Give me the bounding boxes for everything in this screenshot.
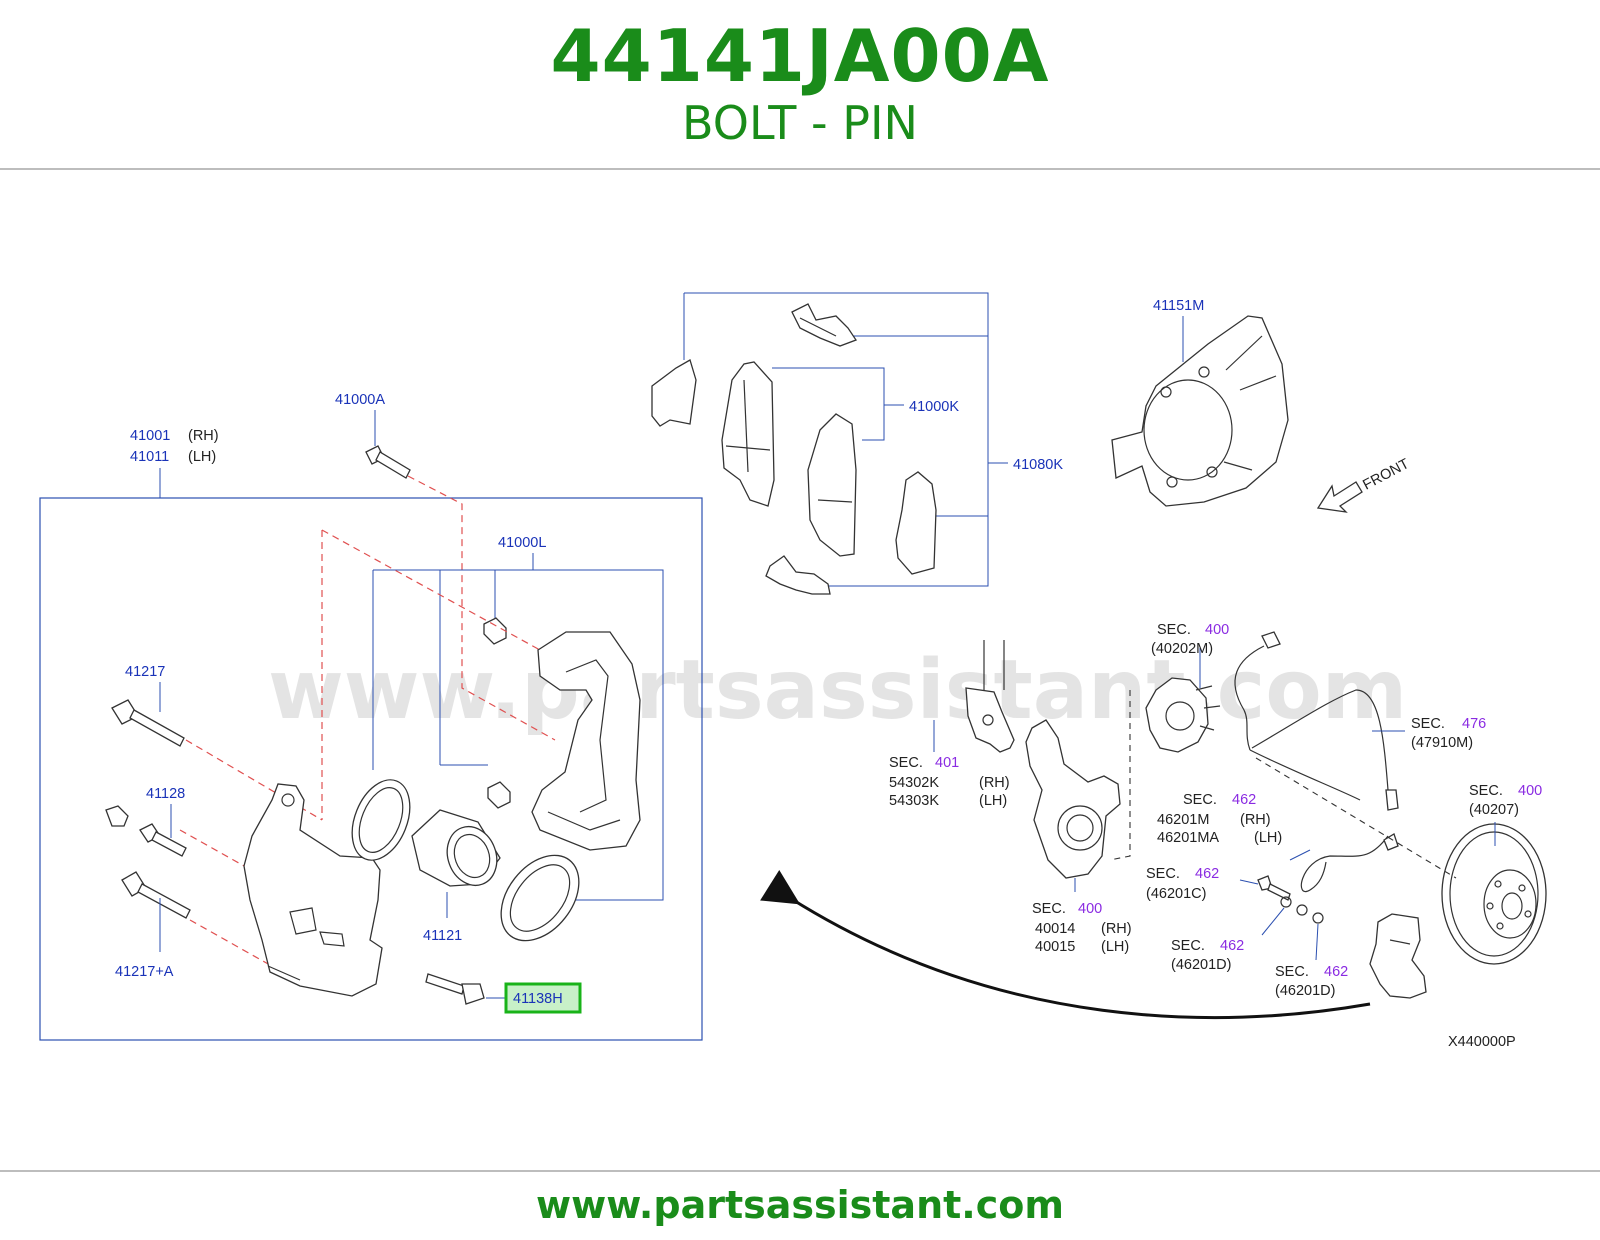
pad-clip-upper bbox=[791, 303, 857, 347]
splash-shield-41151M bbox=[1111, 315, 1289, 507]
label-41138H[interactable]: 41138H bbox=[513, 991, 563, 1007]
svg-text:46201M: 46201M bbox=[1157, 812, 1209, 828]
assembly-curved-arrow bbox=[760, 869, 1371, 1019]
svg-text:40015: 40015 bbox=[1035, 939, 1075, 955]
svg-text:40014: 40014 bbox=[1035, 921, 1075, 937]
label-41001[interactable]: 41001 bbox=[130, 428, 170, 444]
svg-text:SEC.: SEC. bbox=[1146, 866, 1180, 882]
sec-462-bolt-link[interactable]: 462 bbox=[1195, 866, 1219, 882]
pad-clip-lower bbox=[765, 555, 831, 595]
svg-text:SEC.: SEC. bbox=[1171, 938, 1205, 954]
label-41128[interactable]: 41128 bbox=[146, 786, 185, 802]
svg-text:(40207): (40207) bbox=[1469, 802, 1519, 818]
pin-bolt-41138H[interactable] bbox=[425, 973, 485, 1005]
page-header: 44141JA00A BOLT - PIN bbox=[0, 0, 1600, 168]
svg-text:(LH): (LH) bbox=[979, 793, 1007, 809]
piston-boot bbox=[500, 854, 580, 942]
label-41000A[interactable]: 41000A bbox=[335, 392, 385, 408]
caliper-body bbox=[243, 783, 383, 997]
label-41121[interactable]: 41121 bbox=[423, 928, 462, 944]
diagram-code: X440000P bbox=[1448, 1034, 1516, 1050]
label-41080K[interactable]: 41080K bbox=[1013, 457, 1063, 473]
svg-text:(46201D): (46201D) bbox=[1171, 957, 1231, 973]
svg-text:SEC.: SEC. bbox=[889, 755, 923, 771]
sec-462-washer-link-2[interactable]: 462 bbox=[1324, 964, 1348, 980]
part-number-title: 44141JA00A bbox=[550, 14, 1050, 98]
guide-pin-bolt-41217 bbox=[111, 699, 185, 747]
footer-url-link[interactable]: www.partsassistant.com bbox=[536, 1183, 1064, 1227]
label-41217A[interactable]: 41217+A bbox=[115, 964, 174, 980]
sec-400-knuckle-link[interactable]: 400 bbox=[1078, 901, 1102, 917]
label-41011[interactable]: 41011 bbox=[130, 449, 169, 465]
brake-hose bbox=[1300, 833, 1399, 893]
svg-text:(47910M): (47910M) bbox=[1411, 735, 1473, 751]
svg-text:SEC.: SEC. bbox=[1275, 964, 1309, 980]
brake-pad-inner bbox=[807, 413, 857, 557]
strut-assembly bbox=[965, 640, 1015, 753]
caliper-assembly-box bbox=[39, 497, 703, 1041]
highlight-box-41138H[interactable] bbox=[504, 982, 582, 1014]
svg-text:(LH): (LH) bbox=[188, 449, 216, 465]
piston-seal bbox=[351, 779, 411, 861]
sec-400-rotor-link[interactable]: 400 bbox=[1518, 783, 1542, 799]
pad-shim-outer bbox=[651, 359, 697, 427]
front-label: FRONT bbox=[1360, 456, 1412, 494]
svg-text:(LH): (LH) bbox=[1101, 939, 1129, 955]
bolt-41000A bbox=[365, 445, 411, 479]
svg-text:SEC.: SEC. bbox=[1032, 901, 1066, 917]
svg-text:54302K: 54302K bbox=[889, 775, 939, 791]
svg-text:54303K: 54303K bbox=[889, 793, 939, 809]
label-41000L[interactable]: 41000L bbox=[498, 535, 546, 551]
svg-text:(LH): (LH) bbox=[1254, 830, 1282, 846]
piston bbox=[411, 809, 501, 887]
guide-pin-bolt-41217A bbox=[121, 871, 191, 919]
svg-text:SEC.: SEC. bbox=[1469, 783, 1503, 799]
svg-text:(RH): (RH) bbox=[188, 428, 219, 444]
svg-text:(RH): (RH) bbox=[1240, 812, 1271, 828]
pad-shim-inner bbox=[895, 471, 937, 575]
watermark-text: www.partsassistant.com bbox=[268, 643, 1407, 738]
sec-401-link[interactable]: 401 bbox=[935, 755, 959, 771]
steering-knuckle bbox=[1025, 719, 1121, 879]
bushing-lower bbox=[487, 781, 511, 809]
union-bolt bbox=[1257, 875, 1324, 924]
sec-462-hose-link[interactable]: 462 bbox=[1232, 792, 1256, 808]
bushing-upper bbox=[483, 617, 507, 645]
label-41151M[interactable]: 41151M bbox=[1153, 298, 1204, 314]
part-description: BOLT - PIN bbox=[682, 96, 918, 150]
sec-476-link[interactable]: 476 bbox=[1462, 716, 1486, 732]
caliper-bracket bbox=[531, 631, 641, 851]
svg-text:SEC.: SEC. bbox=[1411, 716, 1445, 732]
brake-rotor bbox=[1441, 823, 1547, 965]
label-41000K[interactable]: 41000K bbox=[909, 399, 959, 415]
sensor-harness bbox=[1251, 689, 1399, 811]
svg-text:SEC.: SEC. bbox=[1183, 792, 1217, 808]
label-41217[interactable]: 41217 bbox=[125, 664, 165, 680]
svg-text:(RH): (RH) bbox=[1101, 921, 1132, 937]
svg-text:46201MA: 46201MA bbox=[1157, 830, 1219, 846]
svg-text:(RH): (RH) bbox=[979, 775, 1010, 791]
svg-text:(46201C): (46201C) bbox=[1146, 886, 1206, 902]
wheel-hub bbox=[1145, 677, 1221, 753]
abs-sensor bbox=[1234, 631, 1361, 801]
header-divider bbox=[0, 168, 1600, 170]
sec-400-hub-link[interactable]: 400 bbox=[1205, 622, 1229, 638]
sec-462-washer-link-1[interactable]: 462 bbox=[1220, 938, 1244, 954]
svg-text:(46201D): (46201D) bbox=[1275, 983, 1335, 999]
caliper-small bbox=[1369, 913, 1427, 999]
boot-clip-41128 bbox=[105, 805, 187, 857]
svg-text:(40202M): (40202M) bbox=[1151, 641, 1213, 657]
brake-pad-outer bbox=[721, 361, 775, 507]
svg-text:SEC.: SEC. bbox=[1157, 622, 1191, 638]
front-direction-arrow bbox=[1316, 481, 1363, 513]
footer-divider bbox=[0, 1170, 1600, 1172]
